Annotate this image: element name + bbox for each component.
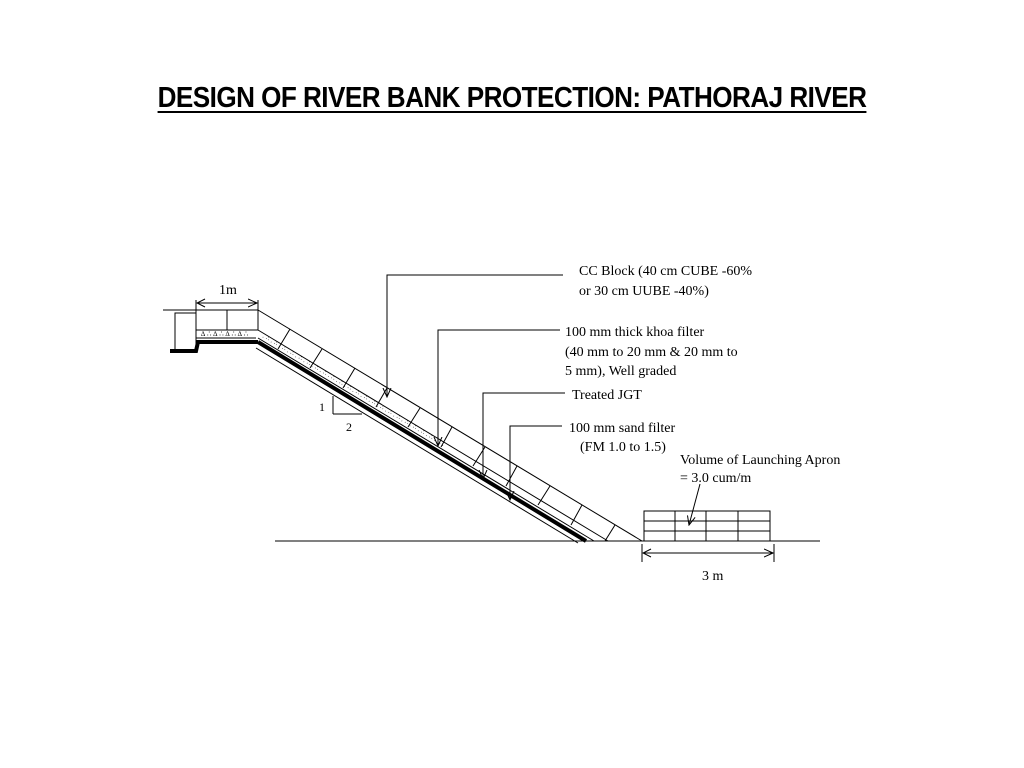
slope-run-label: 2 <box>346 420 352 434</box>
apron-label-line2: = 3.0 cum/m <box>680 471 751 486</box>
khoa-filter-label-line1: 100 mm thick khoa filter <box>565 325 705 340</box>
slope-jgt-line <box>256 340 588 543</box>
cc-block-label-line1: CC Block (40 cm CUBE -60% <box>579 264 752 279</box>
khoa-filter-leader <box>438 329 560 446</box>
launching-apron <box>643 510 771 542</box>
slope-ratio-indicator <box>332 396 362 415</box>
khoa-filter-label-line2: (40 mm to 20 mm & 20 mm to <box>565 345 738 360</box>
apron-label-line1: Volume of Launching Apron <box>680 453 840 468</box>
apron-leader <box>689 483 701 525</box>
jgt-label: Treated JGT <box>572 388 642 403</box>
crest-width-dimension <box>195 300 259 310</box>
crest-filter-layer: ∆ ∴ ∆ ∴ ∆ ∴ ∆ ∴ <box>196 329 258 339</box>
cc-block-label-line2: or 30 cm UUBE -40%) <box>579 284 709 299</box>
khoa-filter-label-line3: 5 mm), Well graded <box>565 364 676 379</box>
slope-filter-dots: . ∴ . ∴ . ∴ . ∴ . ∴ . ∴ . ∴ . ∴ . ∴ . ∴ … <box>261 333 446 448</box>
sand-filter-label-line2: (FM 1.0 to 1.5) <box>580 440 666 455</box>
slope-sand-filter-line <box>255 347 579 544</box>
page-title: DESIGN OF RIVER BANK PROTECTION: PATHORA… <box>157 82 867 114</box>
crest-jgt-line <box>170 340 258 353</box>
sand-filter-leader <box>510 425 562 500</box>
slope-rise-label: 1 <box>319 400 325 414</box>
svg-text:∆ ∴ ∆ ∴ ∆ ∴ ∆ ∴: ∆ ∴ ∆ ∴ ∆ ∴ ∆ ∴ <box>201 330 249 338</box>
apron-width-dimension <box>641 544 775 562</box>
cc-block-leader <box>387 274 563 397</box>
slope-khoa-filter-line <box>257 337 595 542</box>
apron-width-label: 3 m <box>702 569 724 584</box>
jgt-leader <box>483 392 565 479</box>
crest-width-label: 1m <box>219 283 237 298</box>
sand-filter-label-line1: 100 mm sand filter <box>569 421 675 436</box>
